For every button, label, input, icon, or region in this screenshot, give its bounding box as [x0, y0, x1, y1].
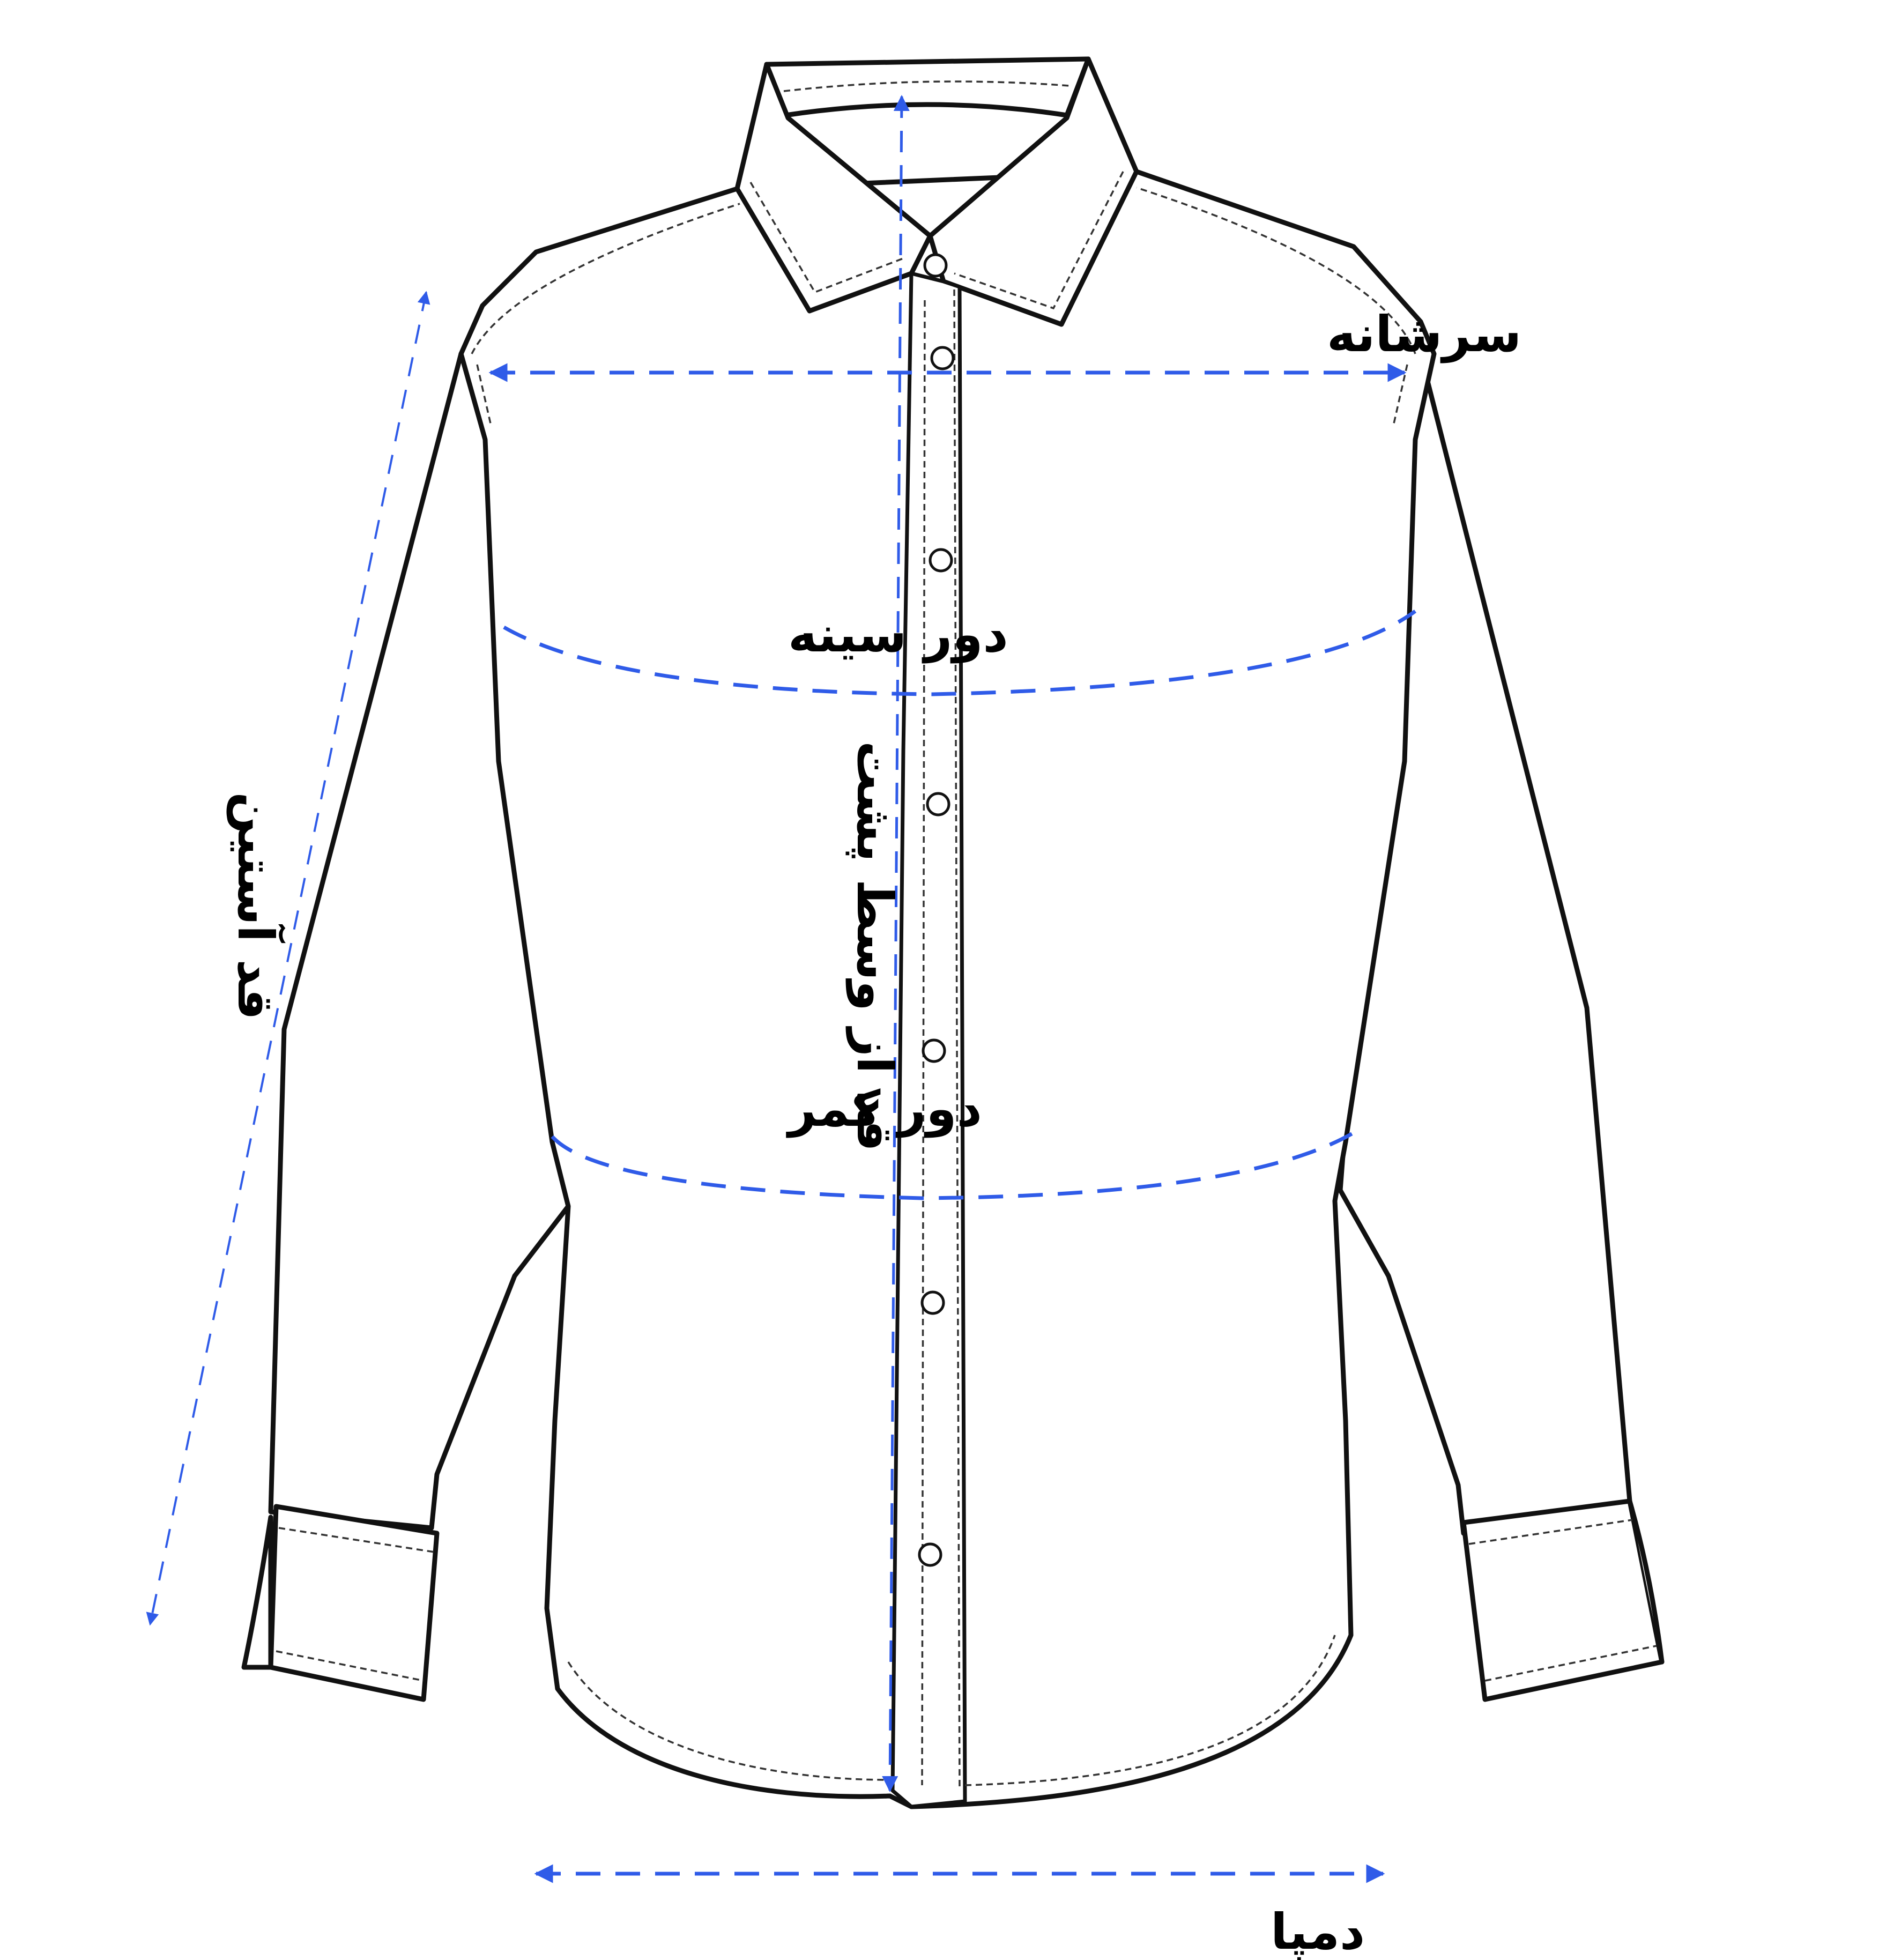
- hem-stitching-right: [964, 1635, 1336, 1786]
- right-cuff-outer: [1627, 1498, 1665, 1665]
- chest-measure-curve: [503, 610, 1417, 696]
- collar-band-stitching: [783, 80, 1070, 92]
- right-cuff-stitching-2: [1484, 1645, 1657, 1682]
- placket-stitching-2: [953, 289, 961, 1791]
- button: [922, 1038, 946, 1063]
- shirt-illustration: [241, 56, 1665, 1809]
- measurement-guides: [146, 95, 1417, 1883]
- hem-stitching-left: [567, 1661, 890, 1781]
- button: [920, 1290, 945, 1315]
- buttons: [918, 253, 955, 1567]
- left-cuff-stitching-2: [276, 1650, 424, 1682]
- right-cuff-stitching: [1468, 1519, 1633, 1545]
- waist-measure-curve: [551, 1129, 1357, 1200]
- yoke-stitching-right: [1136, 187, 1416, 354]
- left-cuff-outer: [241, 1514, 273, 1670]
- collar-band: [764, 56, 1091, 118]
- left-cuff: [268, 1504, 440, 1702]
- back-length-label: قد از وسط پشت: [845, 741, 903, 1152]
- waist-label: دور کمر: [786, 1080, 982, 1138]
- shoulder-label: سرشانه: [1327, 306, 1521, 363]
- button: [918, 1542, 942, 1567]
- back-length-measure-line: [882, 95, 910, 1792]
- button: [930, 346, 955, 370]
- button: [929, 548, 953, 573]
- sleeve-length-label: قد آستین: [226, 792, 286, 1020]
- collar-right-stitching: [954, 171, 1124, 310]
- button: [923, 253, 948, 278]
- hem-label: دمپا: [1271, 1903, 1365, 1960]
- button: [926, 792, 950, 816]
- right-cuff: [1461, 1498, 1665, 1702]
- sleeve-length-measure-line: [146, 291, 430, 1626]
- placket-stitching: [921, 300, 926, 1786]
- yoke-stitching: [471, 203, 740, 354]
- measurement-labels: سرشانه دور سینه دور کمر قد از وسط پشت قد…: [226, 306, 1521, 1960]
- chest-label: دور سینه: [788, 606, 1008, 664]
